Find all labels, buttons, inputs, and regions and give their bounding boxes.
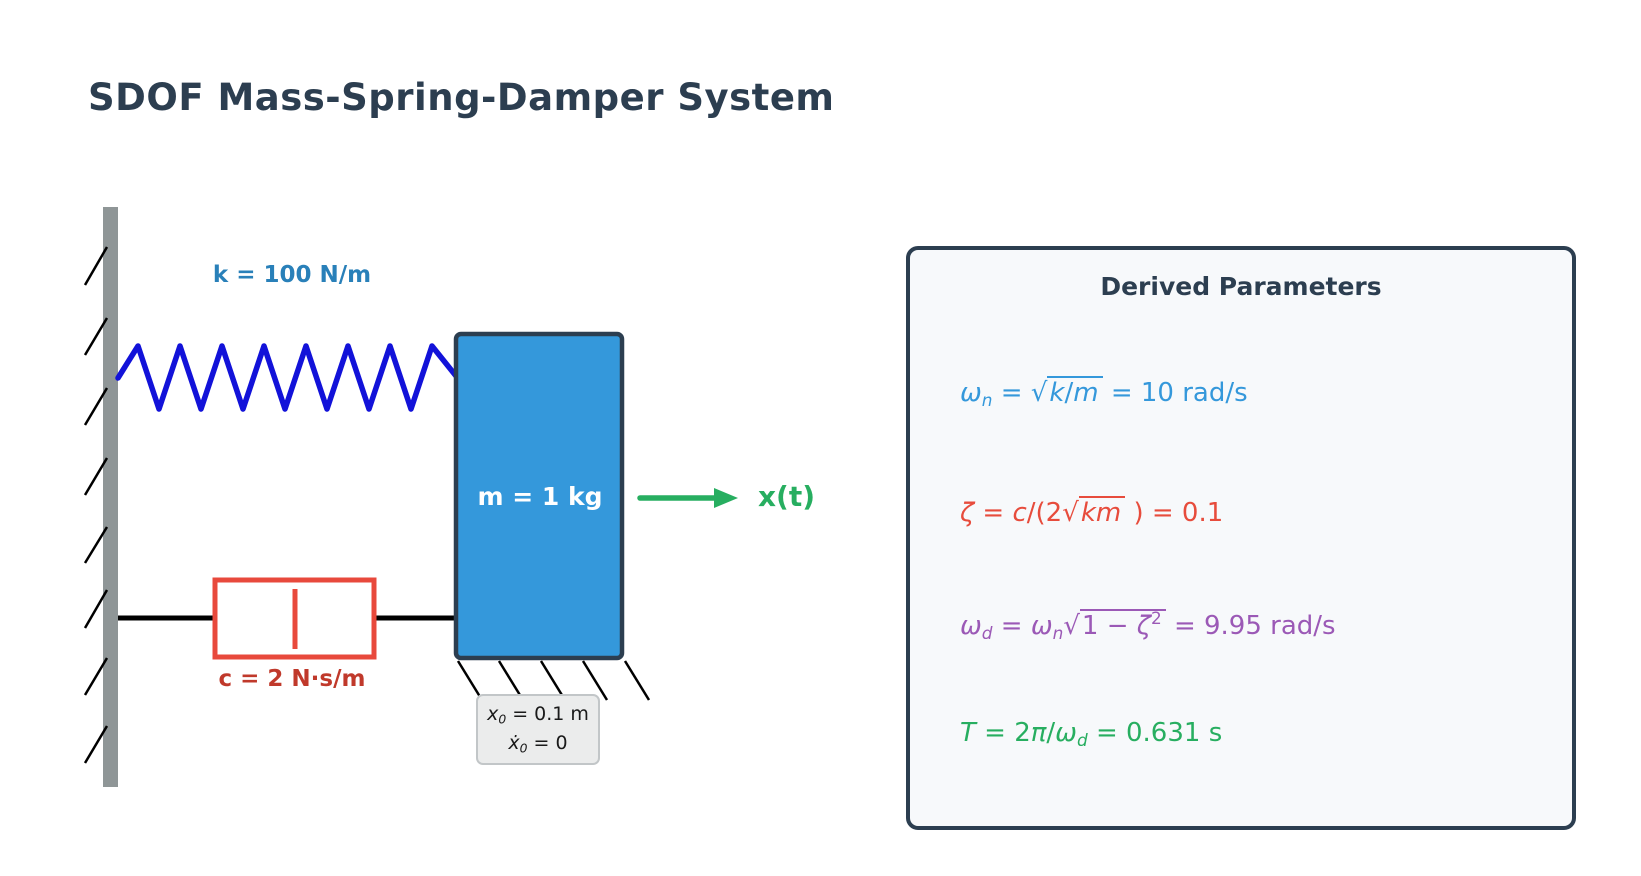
ground-hatching-icon — [456, 660, 651, 701]
spring-constant-label: k = 100 N/m — [212, 262, 372, 288]
damping-coefficient-label: c = 2 N·s/m — [218, 666, 366, 692]
derived-parameters-panel: Derived Parameters ωn = √k/m = 10 rad/s … — [906, 246, 1576, 830]
initial-conditions-box: x0 = 0.1 m ẋ0 = 0 — [476, 694, 600, 766]
sqrt-radical: √1 − ζ2 — [1063, 608, 1166, 642]
formula-natural-frequency: ωn = √k/m = 10 rad/s — [960, 376, 1248, 411]
initial-position-value: x0 = 0.1 m — [487, 703, 589, 727]
displacement-arrow-icon — [637, 488, 738, 508]
spring — [115, 343, 463, 412]
initial-velocity-value: ẋ0 = 0 — [508, 731, 568, 756]
figure-title: SDOF Mass-Spring-Damper System — [88, 76, 835, 119]
formula-damped-frequency: ωd = ωn√1 − ζ2 = 9.95 rad/s — [960, 608, 1336, 644]
displacement-label: x(t) — [758, 480, 816, 513]
mass-label: m = 1 kg — [477, 482, 603, 511]
sqrt-radical: √k/m — [1031, 376, 1103, 408]
wall — [103, 207, 118, 787]
panel-title: Derived Parameters — [1100, 272, 1382, 301]
wall-hatching-icon — [83, 246, 109, 764]
formula-period: T = 2π/ωd = 0.631 s — [960, 718, 1223, 751]
sqrt-radical: √km — [1062, 496, 1126, 528]
mass-block — [453, 331, 625, 661]
formula-damping-ratio: ζ = c/(2√km ) = 0.1 — [960, 496, 1224, 528]
